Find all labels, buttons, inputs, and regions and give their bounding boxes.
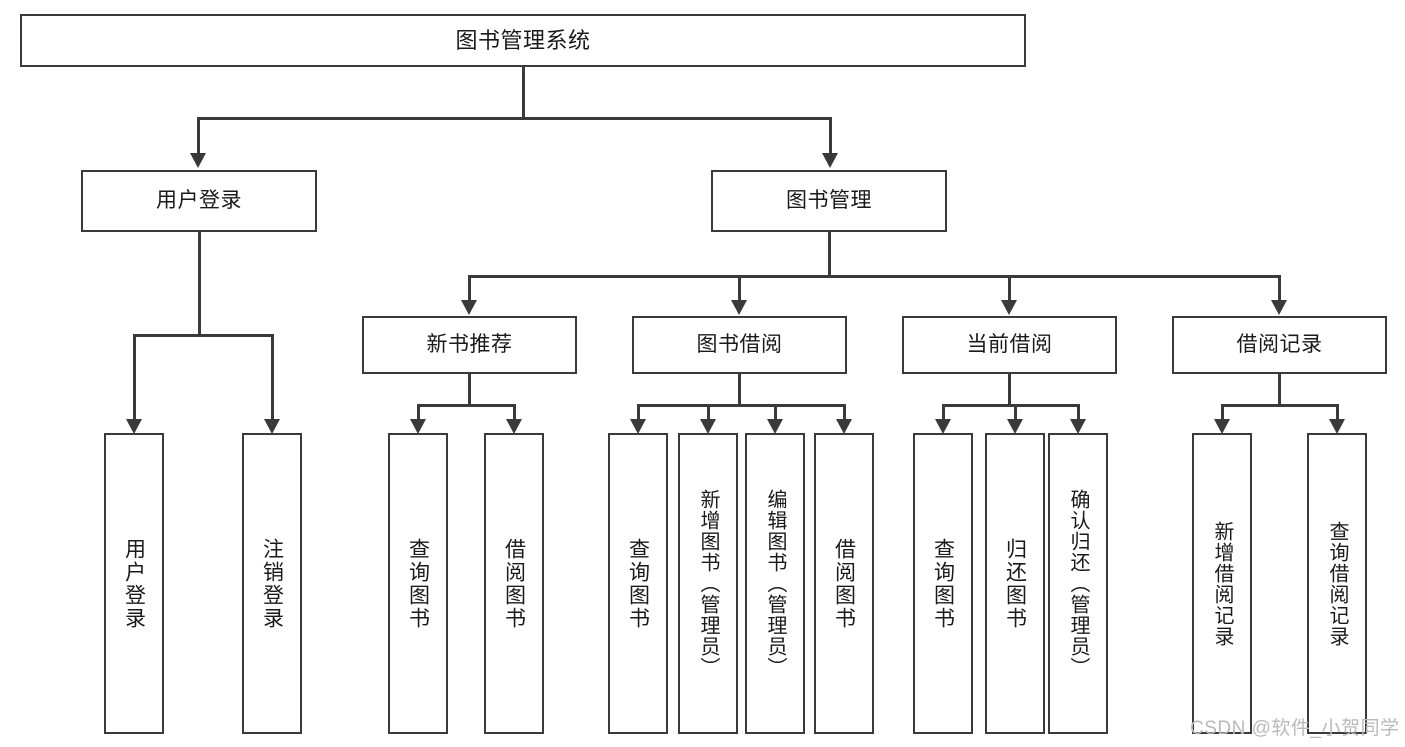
node-leaf-add-book[interactable]: 新增图书（管理员） xyxy=(678,433,738,734)
connector-new-book-to-leaf-2 xyxy=(513,404,516,419)
arrow-to-current-borrow xyxy=(1001,300,1017,315)
node-leaf-user-login[interactable]: 用户登录 xyxy=(104,433,164,734)
node-label: 图书管理 xyxy=(786,188,872,212)
connector-book-manage-to-book-borrow xyxy=(738,275,741,304)
connector-root-stem xyxy=(522,67,525,118)
connector-current-borrow-to-leaf-3 xyxy=(1077,404,1080,419)
watermark-credit: CSDN @软件_小贺同学 xyxy=(1190,718,1400,739)
arrow-to-leaf-query-book-3 xyxy=(935,419,951,434)
connector-new-book-to-leaf-1 xyxy=(417,404,420,419)
connector-book-borrow-stem xyxy=(738,374,741,406)
node-label: 查询图书 xyxy=(931,537,955,630)
arrow-to-leaf-confirm-return xyxy=(1070,419,1086,434)
node-root-book-management-system[interactable]: 图书管理系统 xyxy=(20,14,1026,67)
node-leaf-confirm-return[interactable]: 确认归还（管理员） xyxy=(1048,433,1108,734)
arrow-to-new-book-recommend xyxy=(461,300,477,315)
connector-book-borrow-bus xyxy=(637,404,845,407)
connector-book-borrow-to-leaf-1 xyxy=(637,404,640,419)
arrow-to-leaf-return-book xyxy=(1007,419,1023,434)
connector-borrow-record-stem xyxy=(1278,374,1281,406)
node-label: 确认归还（管理员） xyxy=(1067,489,1089,678)
node-leaf-query-book-current[interactable]: 查询图书 xyxy=(913,433,973,734)
connector-user-login-stem xyxy=(198,232,201,336)
arrow-to-leaf-add-book xyxy=(700,419,716,434)
node-leaf-query-book-borrow[interactable]: 查询图书 xyxy=(608,433,668,734)
node-leaf-borrow-book-new-recommend[interactable]: 借阅图书 xyxy=(484,433,544,734)
node-user-login[interactable]: 用户登录 xyxy=(81,170,317,232)
connector-user-login-to-leaf-2 xyxy=(271,334,274,419)
node-label: 编辑图书（管理员） xyxy=(764,489,786,678)
connector-book-borrow-to-leaf-3 xyxy=(774,404,777,419)
connector-book-manage-to-borrow-record xyxy=(1278,275,1281,304)
connector-book-manage-to-current-borrow xyxy=(1008,275,1011,304)
node-leaf-borrow-book[interactable]: 借阅图书 xyxy=(814,433,874,734)
arrow-to-leaf-user-logout xyxy=(264,419,280,434)
node-label: 图书借阅 xyxy=(696,332,783,356)
node-label: 查询图书 xyxy=(626,537,650,630)
node-leaf-add-borrow-record[interactable]: 新增借阅记录 xyxy=(1192,433,1252,734)
connector-user-login-bus xyxy=(133,334,273,337)
connector-book-manage-stem xyxy=(828,232,831,277)
node-label: 借阅记录 xyxy=(1236,332,1323,356)
node-label: 归还图书 xyxy=(1003,537,1027,630)
arrow-to-leaf-query-book-2 xyxy=(630,419,646,434)
arrow-to-leaf-borrow-book-2 xyxy=(836,419,852,434)
node-label: 注销登录 xyxy=(260,537,284,630)
arrow-to-leaf-query-record xyxy=(1329,419,1345,434)
connector-borrow-record-bus xyxy=(1221,404,1338,407)
connector-book-manage-bus xyxy=(468,275,1280,278)
arrow-to-user-login xyxy=(190,153,206,168)
arrow-to-leaf-borrow-book-1 xyxy=(506,419,522,434)
arrow-to-book-manage xyxy=(822,153,838,168)
node-label: 图书管理系统 xyxy=(455,27,591,53)
arrow-to-leaf-edit-book xyxy=(767,419,783,434)
node-book-borrow[interactable]: 图书借阅 xyxy=(632,316,847,374)
node-label: 新书推荐 xyxy=(426,332,513,356)
node-leaf-query-borrow-record[interactable]: 查询借阅记录 xyxy=(1307,433,1367,734)
connector-current-borrow-to-leaf-2 xyxy=(1014,404,1017,419)
connector-current-borrow-to-leaf-1 xyxy=(942,404,945,419)
node-leaf-query-book-new-recommend[interactable]: 查询图书 xyxy=(388,433,448,734)
node-label: 查询图书 xyxy=(406,537,430,630)
arrow-to-leaf-user-login xyxy=(126,419,142,434)
node-label: 新增借阅记录 xyxy=(1211,520,1233,647)
arrow-to-borrow-record xyxy=(1271,300,1287,315)
connector-root-to-user-login xyxy=(197,117,200,153)
connector-current-borrow-bus xyxy=(942,404,1079,407)
arrow-to-book-borrow xyxy=(731,300,747,315)
node-label: 借阅图书 xyxy=(502,537,526,630)
arrow-to-leaf-query-book-1 xyxy=(410,419,426,434)
connector-root-bus xyxy=(197,117,831,120)
node-current-borrow[interactable]: 当前借阅 xyxy=(902,316,1117,374)
connector-new-book-bus xyxy=(417,404,516,407)
node-label: 借阅图书 xyxy=(832,537,856,630)
node-label: 查询借阅记录 xyxy=(1326,520,1348,647)
connector-new-book-stem xyxy=(468,374,471,406)
node-new-book-recommend[interactable]: 新书推荐 xyxy=(362,316,577,374)
arrow-to-leaf-add-record xyxy=(1214,419,1230,434)
connector-book-borrow-to-leaf-4 xyxy=(843,404,846,419)
node-label: 用户登录 xyxy=(156,188,242,212)
connector-user-login-to-leaf-1 xyxy=(133,334,136,419)
connector-current-borrow-stem xyxy=(1008,374,1011,406)
node-leaf-user-logout[interactable]: 注销登录 xyxy=(242,433,302,734)
connector-borrow-record-to-leaf-1 xyxy=(1221,404,1224,419)
node-label: 用户登录 xyxy=(122,537,146,630)
node-label: 新增图书（管理员） xyxy=(697,489,719,678)
node-label: 当前借阅 xyxy=(966,332,1053,356)
connector-root-to-book-manage xyxy=(829,117,832,153)
connector-book-borrow-to-leaf-2 xyxy=(707,404,710,419)
connector-book-manage-to-new-book xyxy=(468,275,471,304)
node-borrow-record[interactable]: 借阅记录 xyxy=(1172,316,1387,374)
node-leaf-return-book[interactable]: 归还图书 xyxy=(985,433,1045,734)
node-book-manage[interactable]: 图书管理 xyxy=(711,170,947,232)
node-leaf-edit-book[interactable]: 编辑图书（管理员） xyxy=(745,433,805,734)
connector-borrow-record-to-leaf-2 xyxy=(1336,404,1339,419)
